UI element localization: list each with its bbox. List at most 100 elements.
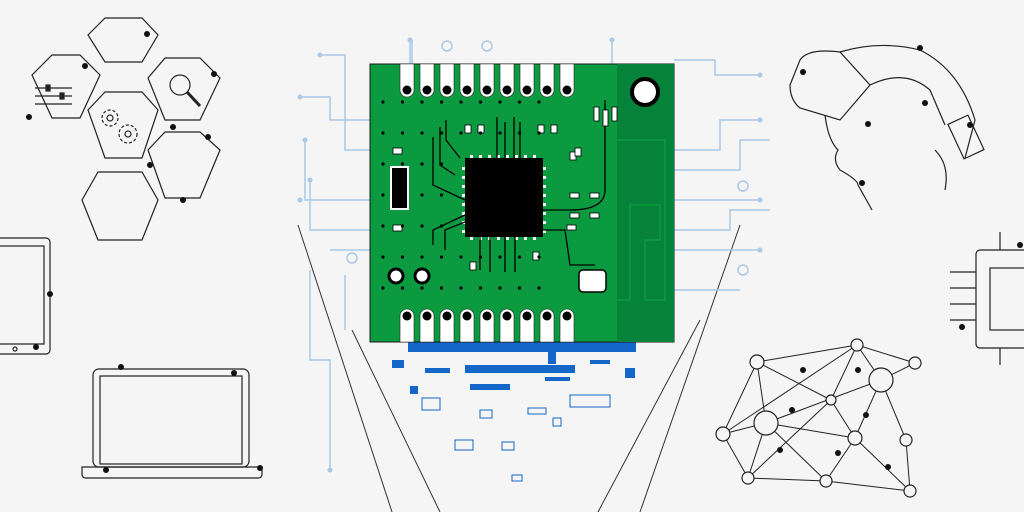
resistor [390,166,409,210]
via-dot [400,131,405,135]
perspective-lines [297,224,741,512]
via-dot [420,193,424,197]
network-edge [825,480,911,492]
network-dot [777,447,783,453]
via-dot [498,286,502,290]
chip-leg [470,155,473,158]
chip-leg [479,155,482,158]
chip-leg [524,237,527,240]
via-dot [381,286,385,290]
hexagon-icon-cluster [31,17,221,241]
chip-leg [506,155,509,158]
via-dot [439,193,444,197]
data-block-outline [569,394,611,408]
via-dot [381,193,385,197]
chip-leg [543,230,546,233]
network-edge [830,344,858,401]
via-dot [498,100,502,104]
via-dot [537,100,541,104]
data-block [465,365,575,373]
chip-leg [543,221,546,224]
network-edge [722,344,858,435]
network-node [741,471,755,485]
chip-leg [462,185,465,188]
network-node [753,410,779,436]
data-block-outline [501,441,515,451]
network-node [903,484,917,498]
via-dot [517,131,522,135]
hexagon-dots [26,31,217,203]
via-dot [478,286,483,290]
via-dot [478,255,483,259]
network-node [847,430,863,446]
chip-leg [543,185,546,188]
chip-leg [524,155,527,158]
vr-headset-icon [789,44,985,211]
trace-via-circles [346,40,749,276]
chip-leg [506,237,509,240]
data-block-outline [511,474,523,482]
via-dot [498,131,502,135]
chip-leg [543,176,546,179]
chip-leg [543,167,546,170]
network-edge [747,399,832,479]
via-dot [400,100,405,104]
network-node [715,426,731,442]
background-circuit-traces [300,40,770,470]
via-dot [459,286,463,290]
network-edge [765,379,882,424]
board-traces [432,100,606,272]
chip-leg [497,237,500,240]
tablet-icon [0,237,51,355]
via-dot [420,224,424,228]
via-dot [478,100,483,104]
chip-leg [543,194,546,197]
via-dot [400,224,405,228]
search-icon [169,74,202,108]
via-dot [517,286,522,290]
network-node [908,356,922,370]
via-dot [478,131,483,135]
via-dot [381,162,385,166]
chip-leg [462,212,465,215]
network-node [749,354,765,370]
via-dot [400,162,405,166]
network-edge [856,344,916,364]
data-block-outline [527,407,547,415]
data-stream-blocks [392,342,636,482]
via-dot [420,286,424,290]
via-dot [537,286,541,290]
via-dot [517,100,522,104]
data-block-outline [552,417,562,427]
data-block [470,384,510,390]
network-edge [905,439,911,492]
via-dot [381,131,385,135]
antenna-trace [617,139,666,301]
via-dot [400,255,405,259]
network-graph-icon [715,338,922,498]
pin-headers [399,63,575,343]
network-edge [722,433,749,479]
data-block [625,368,635,378]
via-dot [439,286,444,290]
network-dot [800,367,806,373]
chip-leg [543,203,546,206]
chip-leg [533,237,536,240]
microcontroller-chip [465,158,543,237]
network-node [868,367,894,393]
circuit-board [369,63,675,343]
network-edge [854,437,911,492]
chip-leg [462,176,465,179]
via-dot [381,100,385,104]
network-edge [722,361,758,435]
via-dot [459,255,463,259]
network-edge [756,361,832,401]
chip-leg [543,212,546,215]
chip-leg [488,155,491,158]
via-dot [420,100,424,104]
data-block [392,360,404,368]
network-node [819,474,833,488]
trace-dots [297,37,763,473]
